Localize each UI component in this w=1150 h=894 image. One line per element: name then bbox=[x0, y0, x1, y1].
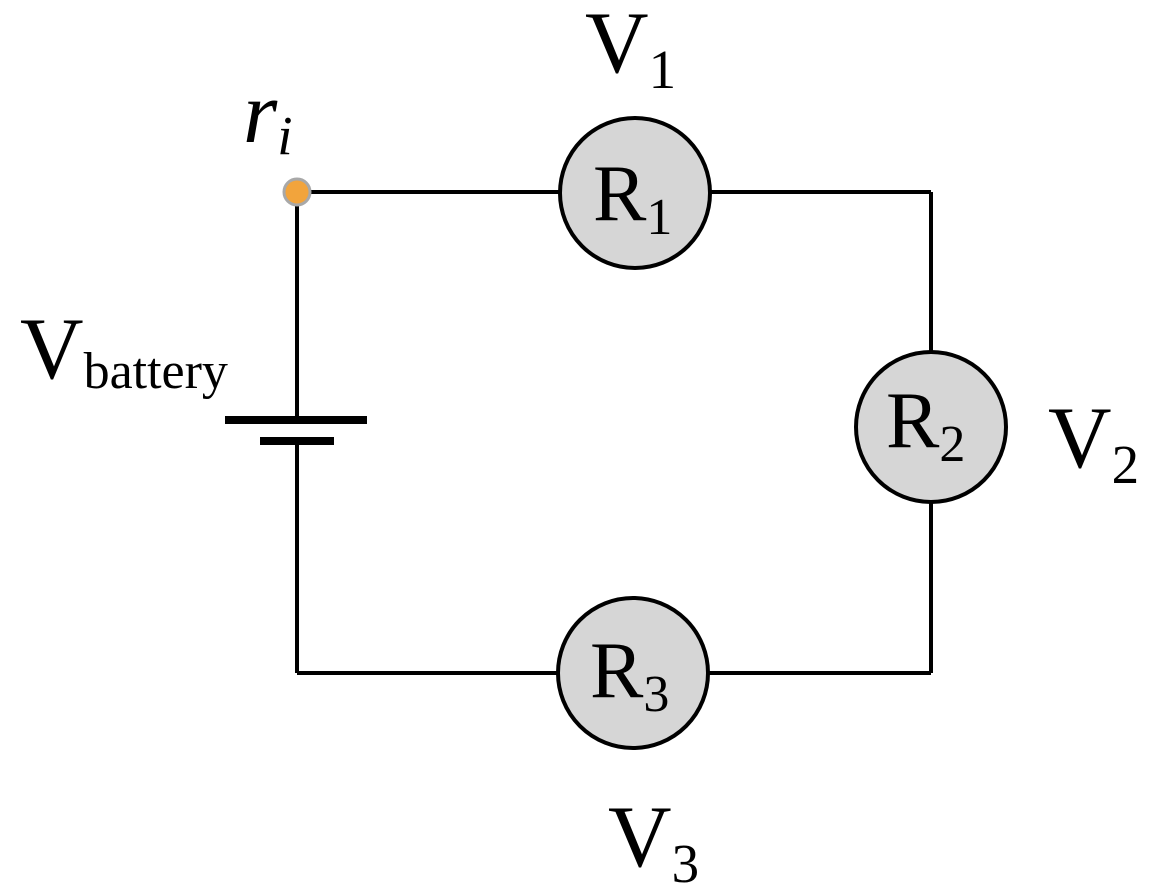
resistor-r3-label-sub: 3 bbox=[643, 666, 669, 723]
battery-voltage-label-sub: battery bbox=[84, 343, 228, 400]
internal-resistance-label: ri bbox=[243, 65, 293, 166]
resistor-r2-circle bbox=[854, 350, 1008, 504]
terminal-node-dot bbox=[282, 177, 312, 207]
resistor-r1-circle bbox=[558, 116, 712, 270]
battery-symbol bbox=[225, 416, 367, 445]
internal-resistance-label-base: r bbox=[243, 65, 278, 162]
voltage-v2-label-sub: 2 bbox=[1112, 434, 1140, 495]
voltage-v1-label: V1 bbox=[585, 0, 676, 100]
battery-voltage-label: Vbattery bbox=[20, 301, 228, 400]
resistor-r1-label-base: R bbox=[593, 150, 647, 238]
resistor-r3-label: R3 bbox=[590, 627, 669, 723]
resistor-r2-label: R2 bbox=[886, 377, 965, 473]
resistor-r1-label: R1 bbox=[593, 150, 672, 246]
resistor-r3-circle bbox=[556, 596, 710, 750]
voltage-v1-label-base: V bbox=[585, 0, 649, 92]
voltage-v2-label-base: V bbox=[1048, 390, 1112, 487]
resistor-r2-label-sub: 2 bbox=[939, 416, 965, 473]
voltage-v3-label-sub: 3 bbox=[672, 833, 700, 894]
resistor-r3-label-base: R bbox=[590, 627, 644, 715]
voltage-v3-label: V3 bbox=[608, 789, 699, 894]
resistor-r2-label-base: R bbox=[886, 377, 940, 465]
voltage-v3-label-base: V bbox=[608, 789, 672, 886]
voltage-v2-label: V2 bbox=[1048, 390, 1139, 495]
battery-voltage-label-base: V bbox=[20, 301, 84, 398]
voltage-v1-label-sub: 1 bbox=[649, 39, 677, 100]
internal-resistance-label-sub: i bbox=[277, 105, 292, 166]
resistor-r1-label-sub: 1 bbox=[646, 189, 672, 246]
